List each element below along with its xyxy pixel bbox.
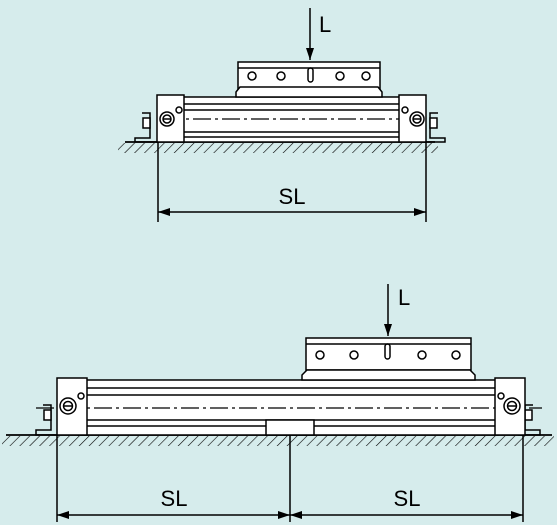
top-span-dimension — [157, 142, 427, 222]
top-rail-body — [164, 96, 420, 143]
bottom-mounting-foot-left — [35, 404, 58, 436]
bottom-end-cap-right — [494, 377, 526, 436]
top-ground — [118, 141, 438, 153]
bottom-ground — [2, 434, 554, 446]
bottom-load-label: L — [398, 285, 410, 310]
top-figure — [118, 8, 446, 222]
top-slider-table — [235, 61, 383, 98]
bottom-span-left-label: SL — [161, 486, 188, 511]
bottom-figure — [2, 284, 554, 522]
bottom-rail-body — [36, 379, 542, 436]
top-end-cap-left — [156, 94, 185, 143]
bottom-span-dimension — [56, 435, 524, 522]
bottom-end-cap-left — [56, 377, 88, 436]
top-end-cap-right — [398, 94, 427, 143]
top-load-label: L — [319, 12, 331, 37]
bottom-slider-table — [301, 337, 476, 381]
top-mounting-foot-right — [422, 112, 446, 143]
top-span-label: SL — [279, 184, 306, 209]
top-mounting-foot-left — [134, 112, 158, 143]
bottom-span-right-label: SL — [394, 486, 421, 511]
